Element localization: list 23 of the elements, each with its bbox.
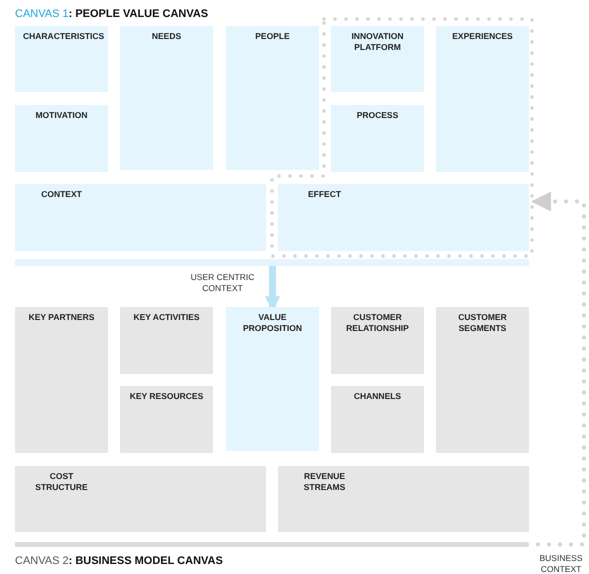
block-heading: MOTIVATION bbox=[15, 105, 108, 172]
block-heading: PEOPLE bbox=[226, 26, 319, 170]
block-heading: CHARACTERISTICS bbox=[15, 26, 108, 92]
context-bar bbox=[15, 542, 527, 547]
context-bar bbox=[15, 259, 529, 266]
block-heading: CHANNELS bbox=[331, 386, 424, 453]
arrow bbox=[525, 192, 586, 546]
block-heading: COST STRUCTURE bbox=[15, 466, 266, 532]
block-heading: PROCESS bbox=[331, 105, 424, 172]
block-heading: CUSTOMER RELATIONSHIP bbox=[331, 307, 424, 374]
block-heading: KEY ACTIVITIES bbox=[120, 307, 213, 374]
block-heading: REVENUE STREAMS bbox=[278, 466, 529, 532]
block-heading: KEY RESOURCES bbox=[120, 386, 213, 453]
block-heading: CONTEXT bbox=[15, 184, 266, 251]
canvas-title: CANVAS 2: BUSINESS MODEL CANVAS bbox=[15, 555, 223, 567]
block-heading: INNOVATION PLATFORM bbox=[331, 26, 424, 92]
canvas-title: CANVAS 1: PEOPLE VALUE CANVAS bbox=[15, 8, 208, 20]
block-heading: EXPERIENCES bbox=[436, 26, 529, 172]
block-heading: KEY PARTNERS bbox=[15, 307, 108, 453]
block-heading: NEEDS bbox=[120, 26, 213, 170]
block-heading: CUSTOMER SEGMENTS bbox=[436, 307, 529, 453]
block-heading: EFFECT bbox=[278, 184, 529, 251]
block-heading: VALUE PROPOSITION bbox=[226, 307, 319, 451]
